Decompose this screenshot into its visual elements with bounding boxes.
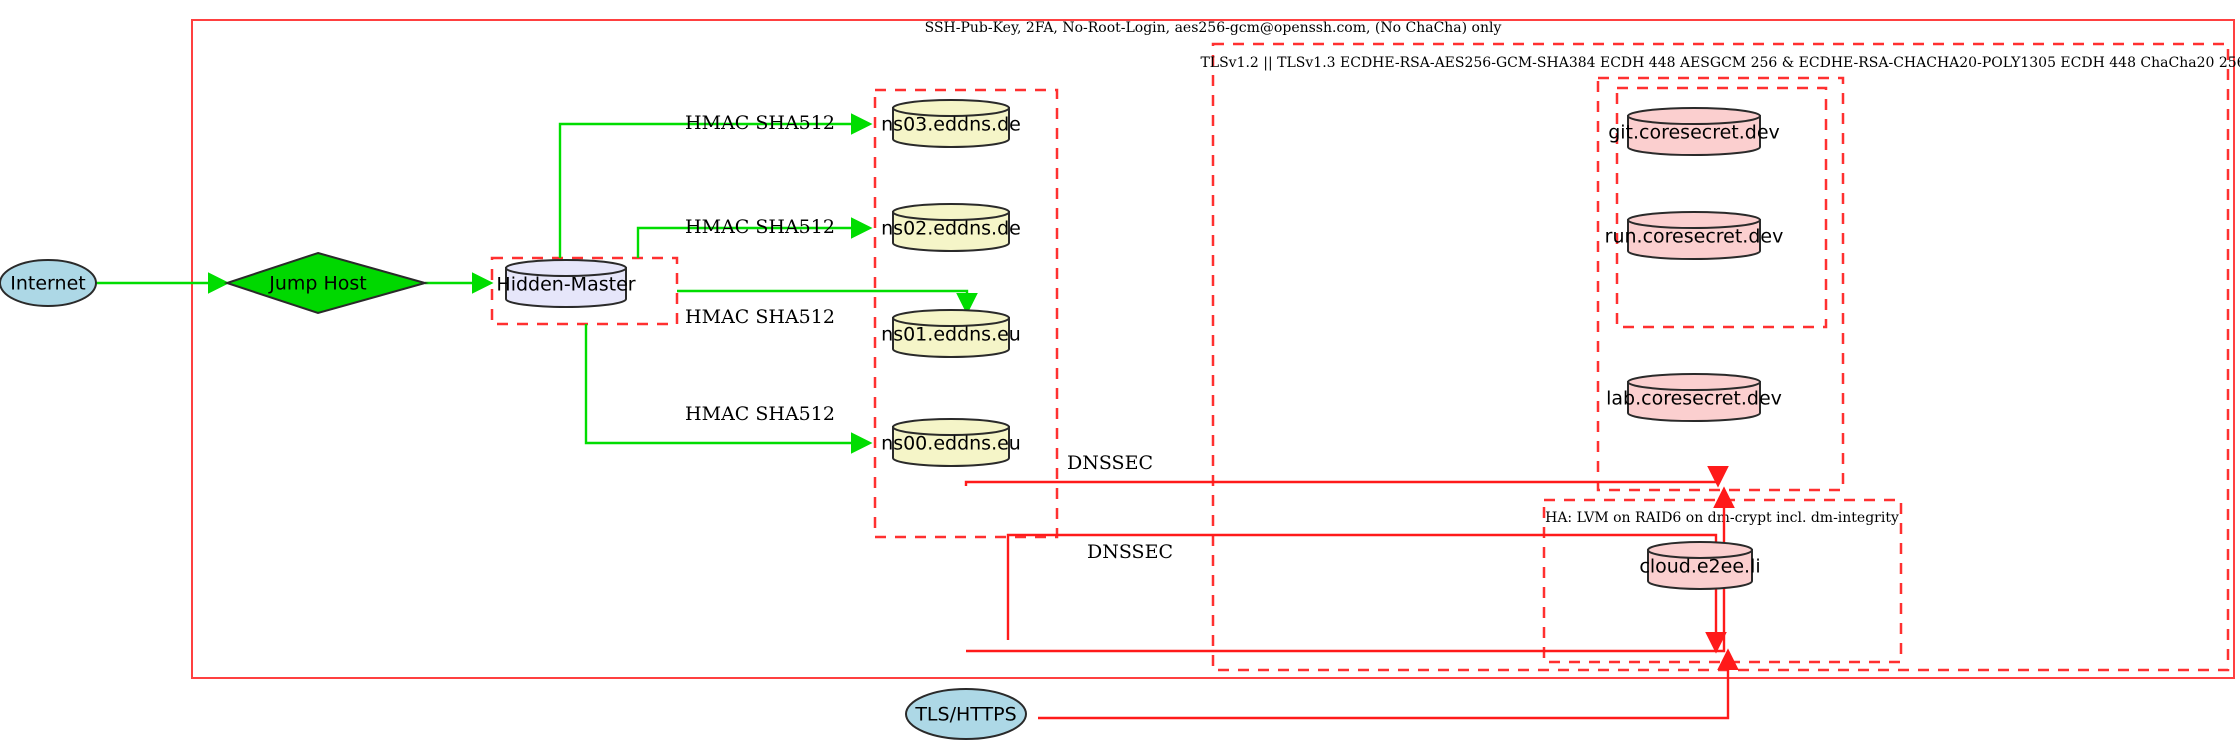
node-git-coresecret-top [1627, 107, 1761, 125]
node-internet-shape[interactable] [0, 259, 97, 307]
node-hidden-master[interactable]: Hidden-Master [496, 259, 636, 308]
node-ns03-body[interactable] [892, 107, 1010, 148]
cluster-outer-ssh-label: SSH-Pub-Key, 2FA, No-Root-Login, aes256-… [925, 20, 1502, 36]
node-cloud-e2ee-top [1647, 541, 1753, 559]
node-lab-coresecret[interactable]: lab.coresecret.dev [1606, 373, 1782, 422]
cluster-coresecret-outer-border [1596, 76, 1845, 492]
node-lab-coresecret-label: lab.coresecret.dev [1606, 388, 1782, 410]
node-cloud-e2ee[interactable]: cloud.e2ee.li [1639, 541, 1761, 590]
node-ns00-top [892, 418, 1010, 436]
node-run-coresecret-top [1627, 211, 1761, 229]
edge-dnssec-lower [1006, 533, 1727, 654]
node-ns02[interactable]: ns02.eddns.de [881, 203, 1021, 252]
node-jump-host-shape[interactable] [223, 251, 429, 315]
node-internet-label: Internet [10, 273, 85, 295]
cluster-ha-label: HA: LVM on RAID6 on dm-crypt incl. dm-in… [1545, 510, 1899, 526]
node-ns02-body[interactable] [892, 211, 1010, 252]
node-git-coresecret-label: git.coresecret.dev [1608, 122, 1780, 144]
node-lab-coresecret-top [1627, 373, 1761, 391]
node-ns01-label: ns01.eddns.eu [881, 324, 1021, 346]
node-jump-host[interactable]: Jump Host [223, 251, 429, 315]
node-hidden-master-top [505, 259, 627, 277]
node-jump-host-label: Jump Host [268, 273, 367, 295]
node-ns02-label: ns02.eddns.de [881, 218, 1021, 240]
cluster-outer-ssh-border [191, 19, 2235, 679]
node-internet[interactable]: Internet [0, 259, 97, 307]
edge-label-hmac-ns00: HMAC SHA512 [685, 403, 835, 425]
node-lab-coresecret-body[interactable] [1627, 381, 1761, 422]
node-cloud-e2ee-label: cloud.e2ee.li [1639, 556, 1760, 578]
edge-dnssec-upper [964, 466, 1729, 488]
node-ns00-body[interactable] [892, 426, 1010, 467]
node-git-coresecret-body[interactable] [1627, 115, 1761, 156]
node-ns00-label: ns00.eddns.eu [881, 433, 1021, 455]
cluster-ha: HA: LVM on RAID6 on dm-crypt incl. dm-in… [1542, 498, 1903, 664]
node-ns00[interactable]: ns00.eddns.eu [881, 418, 1021, 467]
cluster-outer-ssh: SSH-Pub-Key, 2FA, No-Root-Login, aes256-… [191, 19, 2235, 679]
node-ns03-label: ns03.eddns.de [881, 114, 1021, 136]
edge-label-hmac-ns01: HMAC SHA512 [685, 306, 835, 328]
edge-label-hmac-ns02: HMAC SHA512 [685, 216, 835, 238]
cluster-dns-zone-border [873, 88, 1059, 539]
cluster-tls-border [1211, 42, 2230, 672]
node-hidden-master-label: Hidden-Master [496, 274, 635, 296]
node-ns01-body[interactable] [892, 317, 1010, 358]
edge-tls-to-cloud [1038, 648, 1739, 720]
node-run-coresecret-body[interactable] [1627, 219, 1761, 260]
edge-label-dnssec-upper: DNSSEC [1067, 452, 1153, 474]
node-ns03-top [892, 99, 1010, 117]
cluster-tls: TLSv1.2 || TLSv1.3 ECDHE-RSA-AES256-GCM-… [1200, 42, 2240, 672]
edge-label-dnssec-lower: DNSSEC [1087, 541, 1173, 563]
node-tls-https-shape[interactable] [905, 688, 1027, 740]
cluster-dns-zone [873, 88, 1059, 539]
edge-label-hmac-ns03: HMAC SHA512 [685, 112, 835, 134]
node-ns01[interactable]: ns01.eddns.eu [881, 309, 1021, 358]
cluster-coresecret-inner [1615, 86, 1828, 329]
node-ns02-top [892, 203, 1010, 221]
node-ns01-top [892, 309, 1010, 327]
edge-hidden-master-to-ns02 [636, 217, 873, 258]
node-tls-https-label: TLS/HTTPS [914, 704, 1016, 726]
cluster-coresecret-outer [1596, 76, 1845, 492]
cluster-coresecret-inner-border [1615, 86, 1828, 329]
cluster-tls-label: TLSv1.2 || TLSv1.3 ECDHE-RSA-AES256-GCM-… [1200, 55, 2240, 71]
node-run-coresecret[interactable]: run.coresecret.dev [1605, 211, 1784, 260]
node-hidden-master-body[interactable] [505, 267, 627, 308]
node-ns03[interactable]: ns03.eddns.de [881, 99, 1021, 148]
node-git-coresecret[interactable]: git.coresecret.dev [1608, 107, 1780, 156]
node-cloud-e2ee-body[interactable] [1647, 549, 1753, 590]
edge-hidden-master-to-ns03 [558, 113, 873, 258]
edge-hidden-master-to-ns00 [584, 324, 873, 454]
edge-hidden-master-to-ns01 [677, 289, 978, 315]
node-tls-https[interactable]: TLS/HTTPS [905, 688, 1027, 740]
node-run-coresecret-label: run.coresecret.dev [1605, 226, 1784, 248]
